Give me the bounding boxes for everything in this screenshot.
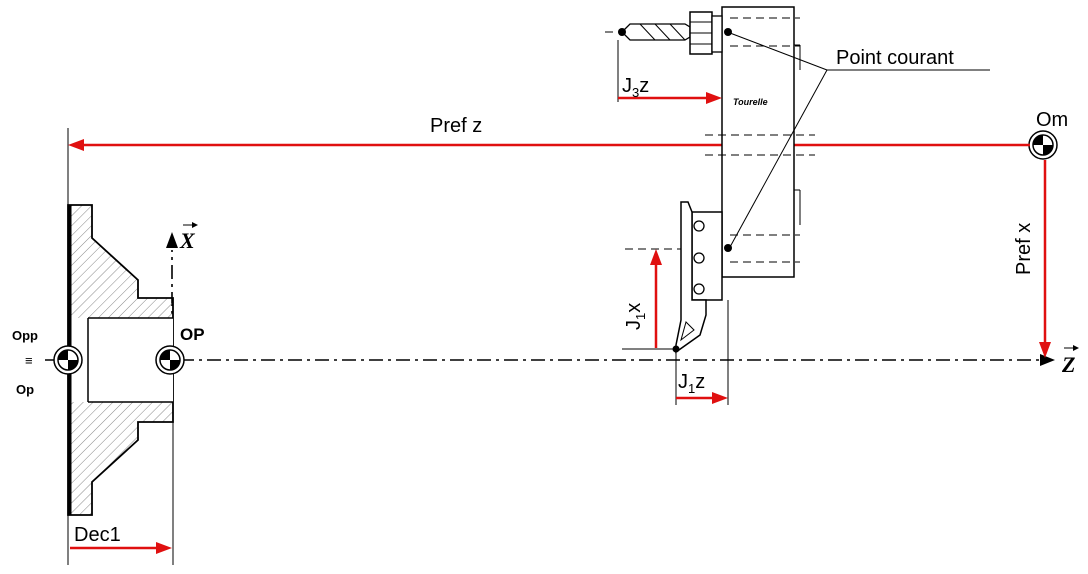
turret bbox=[705, 6, 815, 278]
drill-tool bbox=[605, 11, 732, 55]
j1z-dimension bbox=[676, 392, 728, 404]
equiv-label: ≡ bbox=[25, 353, 33, 368]
z-axis-vector-arrow bbox=[1064, 345, 1079, 351]
workpiece bbox=[67, 204, 174, 516]
om-origin-symbol bbox=[1028, 130, 1058, 160]
j1x-dimension bbox=[650, 249, 662, 348]
turning-tool bbox=[625, 201, 732, 354]
op-lower-label: Op bbox=[16, 382, 34, 397]
dec1-label: Dec1 bbox=[74, 524, 121, 546]
x-axis-label: X bbox=[179, 228, 196, 253]
op-origin-symbol bbox=[155, 345, 185, 375]
tourelle-label: Tourelle bbox=[733, 97, 768, 107]
j3z-dimension bbox=[618, 92, 722, 104]
om-label: Om bbox=[1036, 109, 1068, 131]
op-label: OP bbox=[180, 325, 205, 344]
opp-label: Opp bbox=[12, 328, 38, 343]
dec1-dimension bbox=[70, 542, 172, 554]
point-courant-leader bbox=[729, 32, 990, 248]
point-courant-label: Point courant bbox=[836, 47, 954, 69]
pref-z-dimension bbox=[68, 139, 1030, 151]
opp-origin-symbol bbox=[53, 345, 83, 375]
z-axis bbox=[45, 354, 1055, 366]
j1z-label: J1z bbox=[678, 371, 705, 396]
j1x-label: J1x bbox=[623, 303, 648, 330]
pref-z-label: Pref z bbox=[430, 115, 482, 137]
x-axis-vector-arrow bbox=[183, 222, 198, 228]
z-axis-label: Z bbox=[1061, 352, 1075, 377]
pref-x-label: Pref x bbox=[1013, 223, 1035, 275]
pref-x-dimension bbox=[1039, 160, 1051, 358]
j3z-label: J3z bbox=[622, 75, 649, 100]
